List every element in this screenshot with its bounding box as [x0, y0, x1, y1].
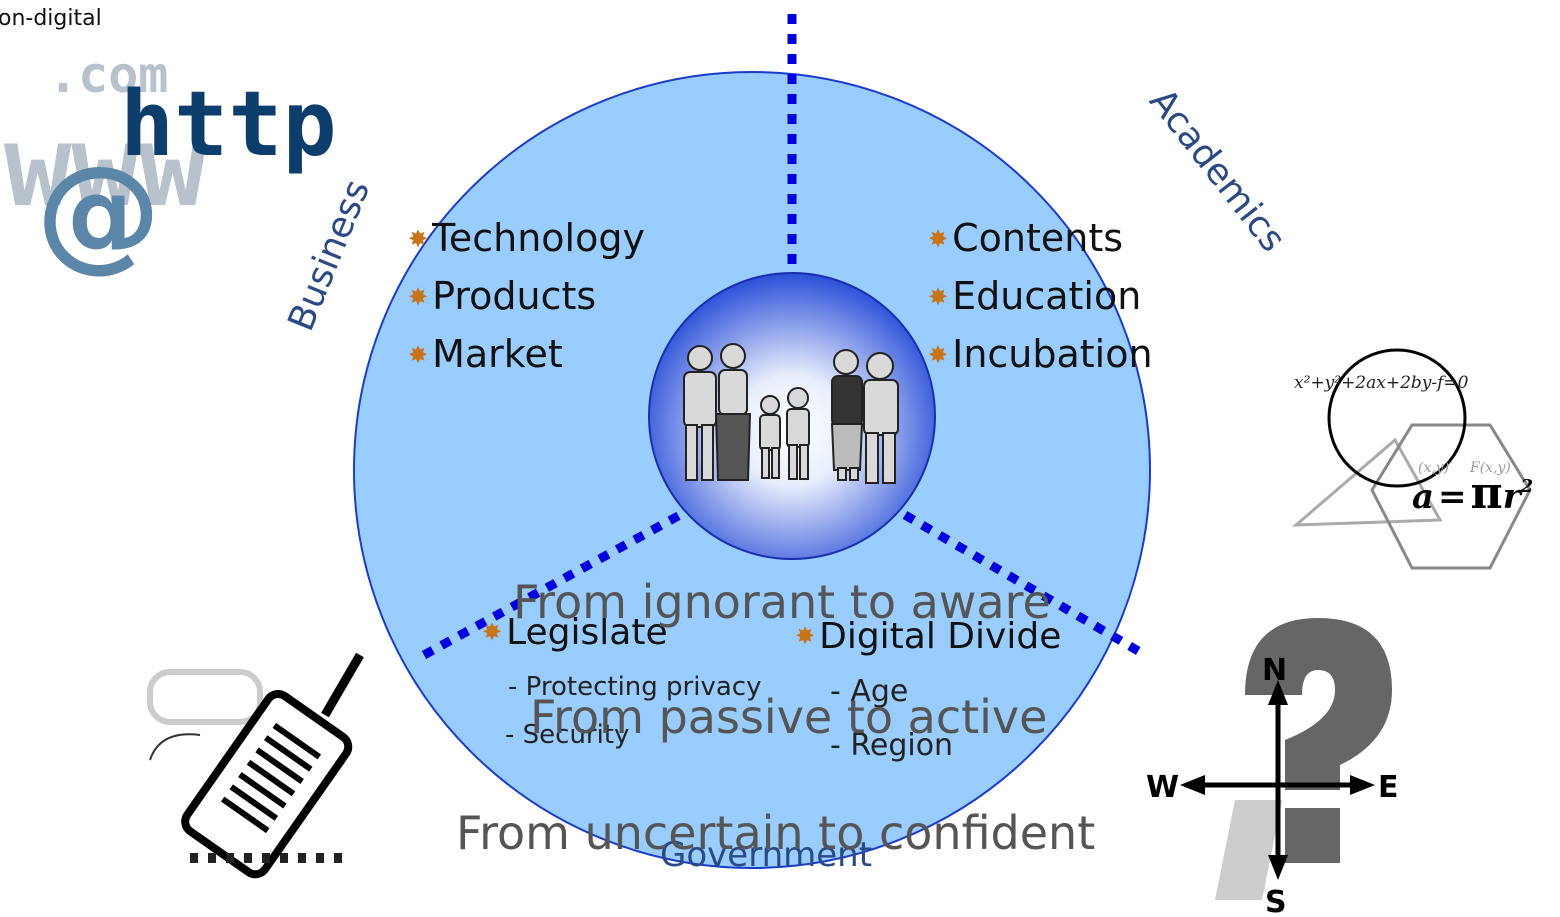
formula-exp: 2: [1520, 476, 1534, 497]
formula-r: r: [1503, 477, 1523, 517]
star-bullet-icon: ✸: [928, 341, 949, 369]
math-func: F(x,y): [1469, 460, 1511, 476]
math-equation: x²+y²+2ax+2by-f=0: [1294, 373, 1469, 393]
sector-label-government: Government: [660, 835, 873, 875]
legislate-sub-privacy: - Protecting privacy: [508, 672, 762, 702]
formula-eq: =: [1438, 477, 1467, 517]
star-bullet-icon: ✸: [408, 341, 429, 369]
star-bullet-icon: ✸: [928, 283, 949, 311]
formula-pi: π: [1471, 468, 1503, 519]
government-item-digital-divide: ✸Digital Divide: [795, 616, 1062, 657]
clipart-com: .com: [48, 46, 168, 104]
star-bullet-icon: ✸: [482, 618, 503, 646]
family-figures: [683, 343, 899, 484]
government-item-legislate: ✸Legislate: [482, 612, 668, 653]
compass-s: S: [1265, 885, 1287, 917]
business-item-market: ✸Market: [408, 332, 563, 376]
overlay-line-active: From passive to active: [530, 690, 1048, 744]
compass-w: W: [1146, 770, 1179, 805]
digital-divide-sub-age: - Age: [830, 674, 909, 709]
compass-e: E: [1378, 770, 1399, 805]
divider-right: [902, 511, 1143, 656]
overlay-line-aware: From ignorant to aware: [513, 575, 1051, 629]
legislate-sub-security: - Security: [505, 720, 630, 750]
corner-caption: on-digital: [0, 6, 102, 31]
clipart-www: www: [4, 102, 207, 232]
math-point: (x,y): [1418, 460, 1449, 476]
star-bullet-icon: ✸: [408, 225, 429, 253]
star-bullet-icon: ✸: [408, 283, 429, 311]
internet-clipart: www .com @ http: [4, 46, 337, 285]
radio-clipart: [147, 652, 364, 879]
star-bullet-icon: ✸: [928, 225, 949, 253]
clipart-at: @: [36, 140, 161, 285]
svg-text:a=πr2: a=πr2: [1412, 468, 1533, 519]
divider-left: [421, 511, 683, 659]
formula-a: a: [1412, 477, 1434, 517]
compass-clipart: N S W E: [1146, 618, 1399, 917]
academics-item-contents: ✸Contents: [928, 216, 1124, 260]
star-bullet-icon: ✸: [795, 622, 816, 650]
business-item-technology: ✸Technology: [408, 216, 645, 260]
digital-divide-sub-region: - Region: [830, 728, 954, 763]
overlay-line-confident: From uncertain to confident: [456, 806, 1096, 860]
compass-n: N: [1262, 653, 1287, 688]
academics-item-incubation: ✸Incubation: [928, 332, 1153, 376]
business-item-products: ✸Products: [408, 274, 597, 318]
math-clipart: x²+y²+2ax+2by-f=0 (x,y) F(x,y) a=πr2: [1291, 348, 1533, 570]
academics-item-education: ✸Education: [928, 274, 1142, 318]
clipart-http: http: [120, 72, 337, 177]
